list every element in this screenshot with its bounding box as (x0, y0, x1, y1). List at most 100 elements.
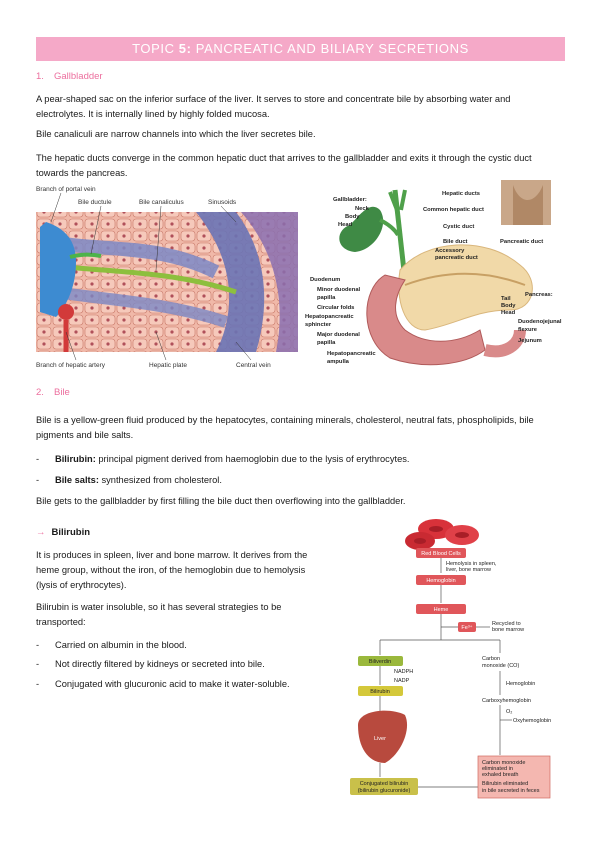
list-item-text: Carried on albumin in the blood. (55, 640, 187, 650)
flow-label-hemoglobin-2: Hemoglobin (506, 681, 535, 687)
bullet-bilirubin: -Bilirubin: principal pigment derived fr… (36, 454, 410, 464)
label-pancreas: Pancreas: (525, 292, 553, 298)
rbc-icon-center (429, 526, 443, 532)
flow-label-hemoglobin: Hemoglobin (426, 578, 455, 584)
hepatic-ducts-shape (388, 189, 407, 211)
flow-label-elim-1: Carbon monoxide (482, 760, 525, 766)
bilirubin-flowchart: Red Blood Cells Hemolysis in spleen, liv… (350, 519, 551, 799)
label-jejunum: Jejunum (518, 338, 542, 344)
flow-box-biliverdin (358, 656, 403, 666)
pancreatic-duct-shape (404, 272, 526, 286)
flow-label-biliverdin: Biliverdin (369, 659, 391, 665)
gallbladder-paragraph-1: A pear-shaped sac on the inferior surfac… (36, 94, 511, 119)
label-flexure: flexure (518, 327, 538, 333)
page-title: TOPIC 5: PANCREATIC AND BILIARY SECRETIO… (36, 37, 565, 61)
bullet-text: principal pigment derived from haemoglob… (95, 454, 410, 464)
flow-label-carboxyhemoglobin: Carboxyhemoglobin (482, 698, 531, 704)
bullet-term: Bilirubin: (55, 454, 96, 464)
bilirubin-paragraph-1: It is produces in spleen, liver and bone… (36, 550, 308, 590)
label-duodenojejunal: Duodenojejunal (518, 319, 562, 325)
flow-label-rbc: Red Blood Cells (421, 551, 461, 557)
label-pancreas-body: Body (501, 303, 516, 309)
flow-label-liver: Liver (374, 736, 386, 742)
label-circular-folds: Circular folds (317, 305, 354, 311)
gallbladder-paragraph-2: Bile canaliculi are narrow channels into… (36, 129, 316, 139)
bilirubin-list-item: -Conjugated with glucuronic acid to make… (36, 679, 290, 689)
label-cystic-duct: Cystic duct (443, 224, 474, 230)
label-sinusoids: Sinusoids (208, 199, 237, 206)
flow-box-elimination (477, 755, 551, 799)
section-heading-gallbladder: 1. Gallbladder (36, 71, 103, 82)
label-accessory: Accessory (435, 248, 465, 254)
bilirubin-list-item: -Carried on albumin in the blood. (36, 640, 187, 650)
section-number: 2. (36, 387, 44, 398)
flow-label-recycled-1: Recycled to (492, 621, 521, 627)
label-tail: Tail (501, 296, 511, 302)
list-item-text: Conjugated with glucuronic acid to make … (55, 679, 290, 689)
label-pancreas-head: Head (501, 310, 516, 316)
gallbladder-shape (339, 206, 384, 252)
portal-vein-shape (40, 222, 76, 317)
bile-paragraph-1: Bile is a yellow-green fluid produced by… (36, 415, 534, 440)
flow-label-co-1: Carbon (482, 656, 500, 662)
bullet-text: synthesized from cholesterol. (98, 475, 222, 485)
flow-label-nadph: NADPH (394, 669, 413, 675)
torso-shading (513, 185, 543, 225)
rbc-icon-center (414, 538, 426, 544)
label-hepatopancreatic-2: Hepatopancreatic (327, 351, 376, 357)
bilirubin-paragraph-2: Bilirubin is water insoluble, so it has … (36, 602, 282, 627)
jejunum-shape (483, 329, 526, 358)
label-minor-papilla: papilla (317, 295, 336, 301)
flow-label-nadp: NADP (394, 678, 410, 684)
flow-label-hemolysis-1: Hemolysis in spleen, (446, 561, 497, 567)
flow-label-conjugated-1: Conjugated bilirubin (360, 781, 409, 787)
label-duodenum: Duodenum (310, 277, 340, 283)
flow-label-heme: Heme (434, 607, 449, 613)
liver-lobule-figure: Branch of portal vein Bile ductule Bile … (36, 186, 298, 369)
bile-canaliculus-shape (65, 264, 237, 295)
flow-label-hemolysis-2: liver, bone marrow (446, 567, 491, 573)
flow-box-iron (458, 622, 476, 632)
title-rest: PANCREATIC AND BILIARY SECRETIONS (191, 41, 469, 56)
section-heading-text: Gallbladder (54, 71, 103, 82)
label-ampulla: ampulla (327, 359, 350, 365)
bile-paragraph-2: Bile gets to the gallbladder by first fi… (36, 496, 406, 506)
duodenum-shape (366, 274, 486, 366)
label-leader-lines (50, 192, 252, 361)
flow-label-oxyhemoglobin: Oxyhemoglobin (513, 718, 551, 724)
flow-box-conjugated (350, 778, 418, 795)
label-major-papilla: papilla (317, 340, 336, 346)
flow-box-rbc (416, 548, 466, 558)
flow-label-elim-4: Bilirubin eliminated (482, 781, 528, 787)
label-bile-duct: Bile duct (443, 239, 468, 245)
label-body: Body (345, 214, 360, 220)
label-branch-hepatic-artery: Branch of hepatic artery (36, 362, 106, 369)
label-bile-ductule: Bile ductule (78, 199, 112, 206)
flow-label-co-2: monoxide (CO) (482, 663, 519, 669)
subheading-text: Bilirubin (51, 527, 91, 538)
subheading-bilirubin: → Bilirubin (36, 527, 90, 538)
pancreas-shape (398, 244, 533, 331)
gallbladder-paragraph-3: The hepatic ducts converge in the common… (36, 153, 532, 178)
flow-label-o2: O₂ (506, 709, 512, 715)
section-number: 1. (36, 71, 44, 82)
gallbladder-pancreas-figure: Gallbladder: Neck Body Head Hepatic duct… (305, 180, 562, 366)
label-branch-portal-vein: Branch of portal vein (36, 186, 96, 193)
label-common-hepatic-duct: Common hepatic duct (423, 207, 484, 213)
section-heading-bile: 2. Bile (36, 387, 70, 398)
liver-icon (358, 710, 408, 763)
label-pancreatic-duct: Pancreatic duct (500, 239, 543, 245)
label-sphincter: sphincter (305, 322, 332, 328)
label-minor-duodenal: Minor duodenal (317, 287, 361, 293)
arrow-right-icon: → (36, 527, 46, 538)
flow-box-hemoglobin (416, 575, 466, 585)
flow-box-bilirubin (358, 686, 403, 696)
label-hepatic-plate: Hepatic plate (149, 362, 187, 369)
cystic-duct-shape (379, 218, 400, 237)
flow-box-heme (416, 604, 466, 614)
bilirubin-list-item: -Not directly filtered by kidneys or sec… (36, 659, 265, 669)
flow-label-elim-2: eliminated in (482, 766, 513, 772)
bile-ductule-shape (69, 252, 102, 259)
section-heading-text: Bile (54, 387, 70, 398)
central-vein-shape (196, 212, 265, 352)
